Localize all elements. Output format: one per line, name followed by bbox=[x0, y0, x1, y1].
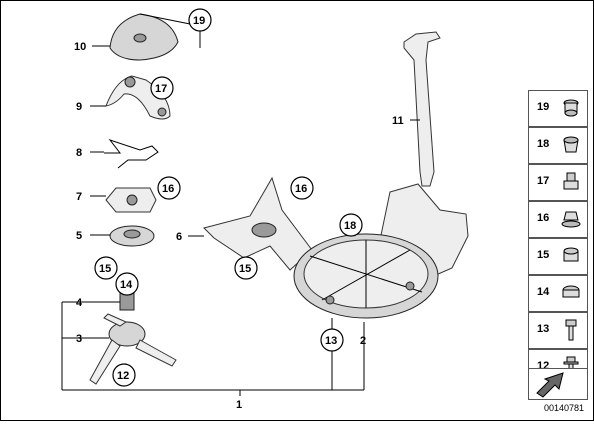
legend-item-14[interactable]: 14 bbox=[528, 275, 588, 312]
part-6-hub bbox=[251, 222, 277, 238]
callout-circle-16b bbox=[290, 176, 314, 200]
rubber-mount-icon bbox=[563, 136, 579, 153]
callout-3[interactable]: 3 bbox=[76, 333, 82, 345]
part-8-wire-clip[interactable] bbox=[104, 139, 159, 169]
callout-6[interactable]: 6 bbox=[176, 231, 182, 243]
legend-item-17[interactable]: 17 bbox=[528, 164, 588, 201]
part-9-bushing-2 bbox=[157, 107, 167, 117]
callout-circle-18 bbox=[339, 213, 363, 237]
part-13-bolt-hole-2 bbox=[405, 281, 415, 291]
reference-number: 00140781 bbox=[543, 403, 584, 413]
legend-item-19[interactable]: 19 bbox=[528, 90, 588, 127]
callout-8[interactable]: 8 bbox=[76, 147, 82, 159]
callout-17[interactable]: 17 bbox=[155, 83, 167, 95]
part-3-hub[interactable] bbox=[108, 321, 146, 347]
callout-circle-14 bbox=[115, 272, 139, 296]
callout-9[interactable]: 9 bbox=[76, 101, 82, 113]
legend-num: 16 bbox=[537, 212, 550, 224]
part-9-bushing bbox=[124, 76, 136, 88]
callout-1[interactable]: 1 bbox=[236, 399, 242, 411]
legend-num: 13 bbox=[537, 323, 550, 335]
legend-item-16[interactable]: 16 bbox=[528, 201, 588, 238]
legend-num: 17 bbox=[537, 175, 550, 187]
callout-15a[interactable]: 15 bbox=[99, 263, 111, 275]
part-7-center bbox=[126, 194, 138, 206]
callout-14[interactable]: 14 bbox=[120, 279, 133, 291]
callout-circle-15b bbox=[234, 256, 258, 280]
callout-16b[interactable]: 16 bbox=[295, 183, 307, 195]
callout-7[interactable]: 7 bbox=[76, 191, 82, 203]
part-10-hole bbox=[133, 33, 147, 43]
part-3-arm-left bbox=[89, 339, 121, 385]
callout-4[interactable]: 4 bbox=[76, 297, 83, 309]
callout-19[interactable]: 19 bbox=[193, 15, 205, 27]
callout-12[interactable]: 12 bbox=[117, 370, 129, 382]
grommet-icon bbox=[563, 99, 579, 117]
callout-15b[interactable]: 15 bbox=[239, 263, 251, 275]
legend-num: 14 bbox=[537, 286, 550, 298]
callout-circle-16a bbox=[157, 176, 181, 200]
legend-item-18[interactable]: 18 bbox=[528, 127, 588, 164]
callout-10[interactable]: 10 bbox=[74, 41, 86, 53]
part-3-arm-top bbox=[103, 313, 128, 327]
callout-circle-19 bbox=[188, 8, 212, 32]
hex-nut-icon bbox=[563, 247, 579, 262]
lock-nut-icon bbox=[562, 285, 580, 298]
legend-num: 15 bbox=[537, 249, 550, 261]
callout-16a[interactable]: 16 bbox=[162, 183, 174, 195]
part-5-hub bbox=[123, 229, 141, 239]
orientation-arrow-box bbox=[528, 368, 588, 400]
hex-bolt-icon bbox=[565, 319, 577, 341]
hardware-legend: 19 18 17 16 15 bbox=[528, 90, 588, 390]
flange-nut-icon bbox=[561, 211, 581, 228]
part-11-rod[interactable] bbox=[403, 31, 441, 187]
callout-5[interactable]: 5 bbox=[76, 230, 82, 242]
legend-num: 18 bbox=[537, 138, 550, 150]
callout-circle-13 bbox=[320, 328, 344, 352]
part-13-bolt-hole bbox=[325, 295, 335, 305]
arrow-icon bbox=[536, 372, 564, 398]
legend-item-15[interactable]: 15 bbox=[528, 238, 588, 275]
callout-2[interactable]: 2 bbox=[360, 335, 366, 347]
callout-circle-15a bbox=[94, 256, 118, 280]
legend-num: 19 bbox=[537, 101, 550, 113]
callout-18[interactable]: 18 bbox=[344, 220, 356, 232]
callout-circle-12 bbox=[112, 363, 136, 387]
part-3-arm-right bbox=[135, 339, 177, 367]
callout-11[interactable]: 11 bbox=[392, 115, 404, 127]
collar-nut-icon bbox=[563, 172, 579, 190]
callout-circle-17 bbox=[150, 76, 174, 100]
callout-13[interactable]: 13 bbox=[325, 335, 337, 347]
legend-item-13[interactable]: 13 bbox=[528, 312, 588, 349]
